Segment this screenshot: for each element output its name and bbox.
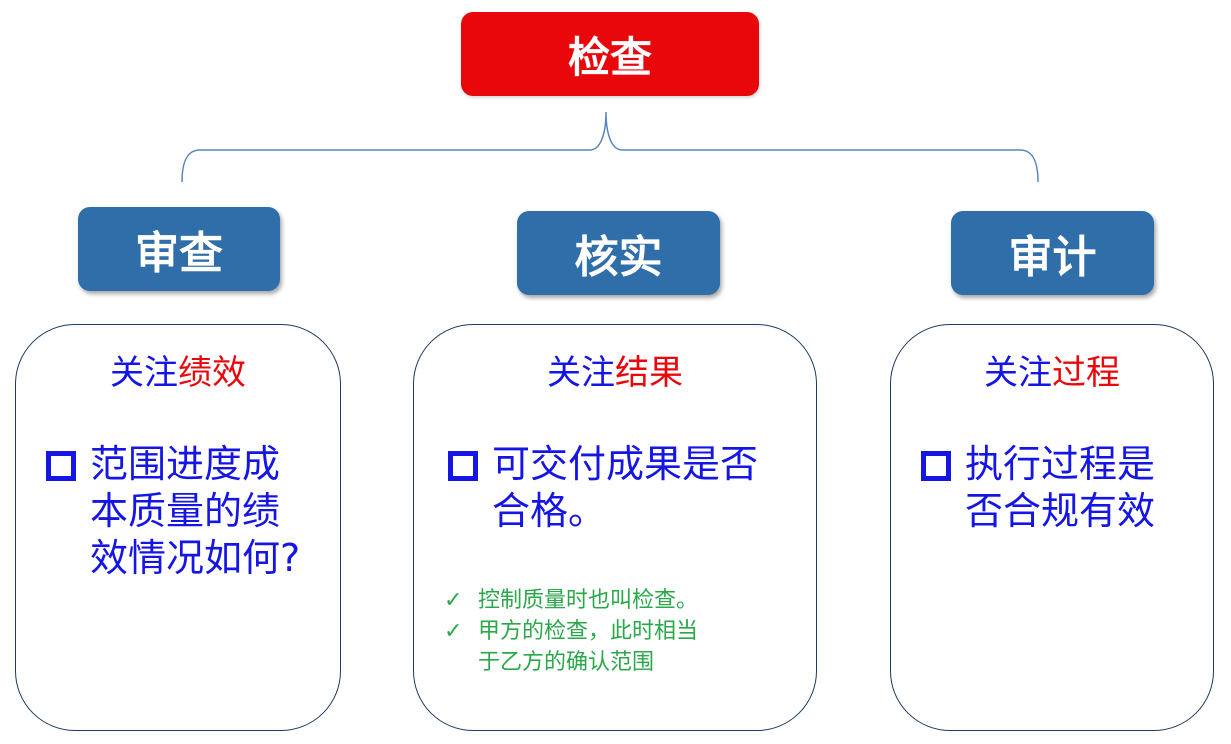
check-icon: ✓ <box>444 619 463 644</box>
focus-highlight: 结果 <box>615 353 683 393</box>
bullet-line: 本质量的绩 <box>90 489 281 533</box>
bullet-text: 范围进度成 本质量的绩 效情况如何? <box>90 441 300 582</box>
category-box-audit: 审计 <box>951 211 1154 295</box>
note-line: 控制质量时也叫检查。 <box>478 588 699 613</box>
bullet-line: 合格。 <box>492 489 607 533</box>
focus-prefix: 关注 <box>547 353 615 393</box>
category-box-review: 审查 <box>78 207 280 291</box>
card-focus-title: 关注绩效 <box>16 345 340 394</box>
brace-line <box>181 111 1039 183</box>
category-label: 审查 <box>135 228 223 279</box>
bullet-item: 执行过程是 否合规有效 <box>921 441 1155 535</box>
card-focus-title: 关注过程 <box>891 345 1213 394</box>
bullet-item: 范围进度成 本质量的绩 效情况如何? <box>46 441 300 582</box>
note-item: ✓ 甲方的检查，此时相当 于乙方的确认范围 <box>444 616 794 678</box>
bullet-line: 可交付成果是否 <box>492 442 759 486</box>
bullet-line: 执行过程是 <box>965 442 1156 486</box>
square-bullet-icon <box>448 451 478 481</box>
category-label: 核实 <box>574 232 663 283</box>
bullet-line: 否合规有效 <box>965 489 1156 533</box>
root-node-label: 检查 <box>567 32 652 82</box>
square-bullet-icon <box>921 451 951 481</box>
card-focus-title: 关注结果 <box>414 345 816 394</box>
bullet-item: 可交付成果是否 合格。 <box>448 441 758 535</box>
bullet-line: 范围进度成 <box>90 442 281 486</box>
note-list: ✓ 控制质量时也叫检查。 ✓ 甲方的检查，此时相当 于乙方的确认范围 <box>444 585 794 678</box>
focus-highlight: 绩效 <box>178 353 246 393</box>
note-line: 于乙方的确认范围 <box>478 650 655 675</box>
bullet-text: 执行过程是 否合规有效 <box>965 441 1155 535</box>
category-label: 审计 <box>1008 232 1097 283</box>
bullet-text: 可交付成果是否 合格。 <box>492 441 758 535</box>
check-icon: ✓ <box>444 588 463 613</box>
category-box-verify: 核实 <box>517 211 720 295</box>
detail-card-audit: 关注过程 执行过程是 否合规有效 <box>890 324 1214 731</box>
note-line: 甲方的检查，此时相当 <box>478 619 699 644</box>
note-item: ✓ 控制质量时也叫检查。 <box>444 585 794 616</box>
note-text: 控制质量时也叫检查。 <box>478 585 794 616</box>
square-bullet-icon <box>46 451 76 481</box>
detail-card-verify: 关注结果 可交付成果是否 合格。 ✓ 控制质量时也叫检查。 ✓ 甲方的检查，此时… <box>413 324 817 731</box>
focus-prefix: 关注 <box>984 353 1052 393</box>
focus-highlight: 过程 <box>1052 353 1120 393</box>
bullet-line: 效情况如何? <box>90 536 301 580</box>
root-node-box: 检查 <box>461 12 759 96</box>
detail-card-review: 关注绩效 范围进度成 本质量的绩 效情况如何? <box>15 324 341 731</box>
focus-prefix: 关注 <box>110 353 178 393</box>
note-text: 甲方的检查，此时相当 于乙方的确认范围 <box>478 616 794 678</box>
